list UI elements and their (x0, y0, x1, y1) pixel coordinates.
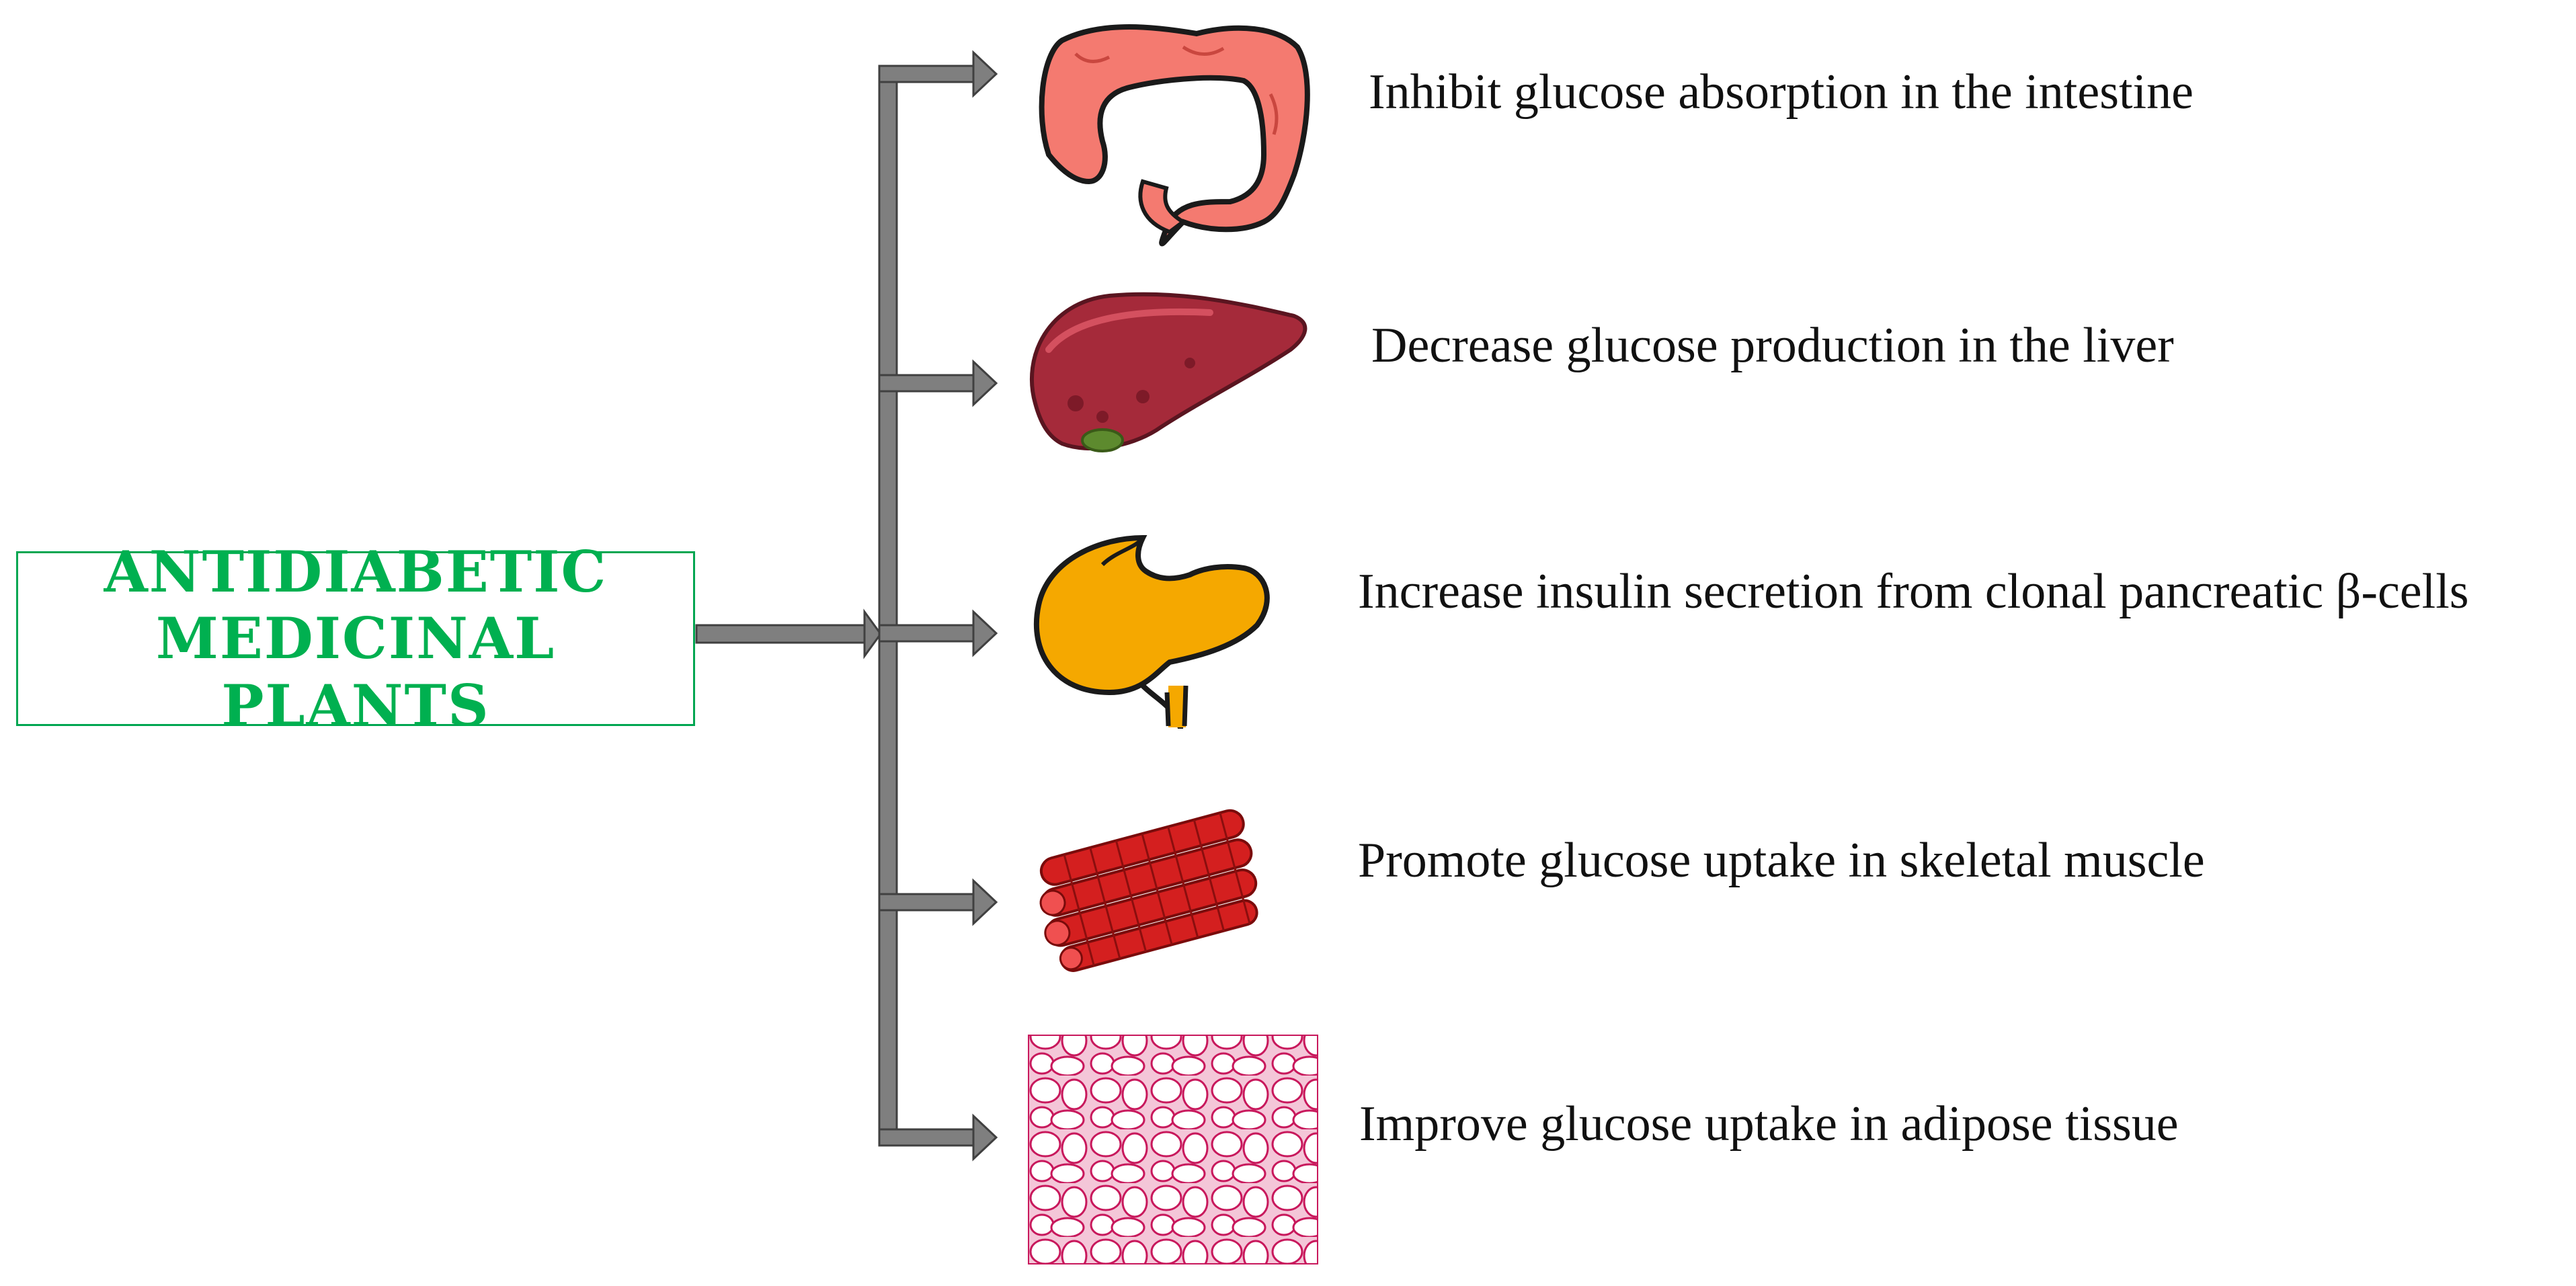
branch-arrow-liver (878, 359, 998, 407)
main-arrow (695, 608, 882, 659)
branch-arrow-muscle (878, 878, 998, 926)
muscle-fiber-icon (1039, 809, 1258, 972)
liver-icon (1030, 292, 1307, 452)
effect-text-liver: Decrease glucose production in the liver (1371, 318, 2174, 373)
pancreas-icon (1033, 534, 1270, 729)
effect-text-intestine: Inhibit glucose absorption in the intest… (1369, 65, 2193, 120)
effect-text-pancreas: Increase insulin secretion from clonal p… (1358, 564, 2469, 619)
branch-arrow-pancreas (878, 609, 998, 657)
connector-trunk (878, 69, 898, 1147)
branch-arrow-adipose (878, 1113, 998, 1162)
effect-text-adipose: Improve glucose uptake in adipose tissue (1359, 1096, 2179, 1152)
main-label-line1: ANTIDIABETIC (104, 538, 608, 606)
branch-arrow-intestine (878, 50, 998, 98)
main-label-box: ANTIDIABETIC MEDICINAL PLANTS (16, 538, 695, 739)
main-label-line2: MEDICINAL PLANTS (155, 605, 556, 739)
intestine-icon (1039, 24, 1310, 247)
adipose-tissue-icon (1028, 1035, 1318, 1264)
effect-text-muscle: Promote glucose uptake in skeletal muscl… (1358, 833, 2205, 888)
